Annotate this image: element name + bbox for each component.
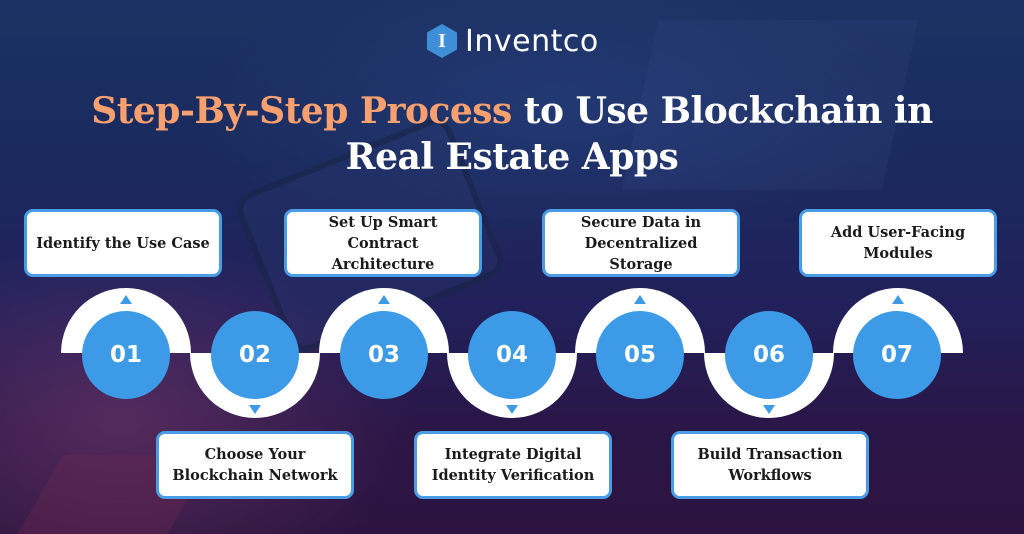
step-07-label-box: Add User-Facing Modules — [799, 209, 997, 277]
step-02-label-box: Choose Your Blockchain Network — [156, 431, 354, 499]
hexagon-logo-icon: I — [427, 24, 457, 58]
step-03-label-box: Set Up Smart Contract Architecture — [284, 209, 482, 277]
step-05-arrow-up-icon — [634, 295, 646, 304]
step-01-label-box: Identify the Use Case — [24, 209, 222, 277]
brand-name: Inventco — [465, 23, 599, 59]
step-05-label: Secure Data in Decentralized Storage — [580, 213, 702, 273]
step-01-number: 01 — [109, 342, 142, 368]
step-04-label: Integrate Digital Identity Verification — [431, 446, 595, 484]
step-07-number: 07 — [880, 342, 913, 368]
step-02-arrow-down-icon — [249, 405, 261, 414]
step-03-arrow-up-icon — [378, 295, 390, 304]
step-07-arrow-up-icon — [892, 295, 904, 304]
step-06-label: Build Transaction Workflows — [697, 446, 843, 484]
step-02-label: Choose Your Blockchain Network — [172, 446, 338, 484]
step-07-label: Add User-Facing Modules — [830, 224, 966, 262]
step-06-label-box: Build Transaction Workflows — [671, 431, 869, 499]
title-line-2: Real Estate Apps — [345, 136, 679, 178]
title-line-1: Step-By-Step Process to Use Blockchain i… — [0, 88, 1024, 134]
step-03-circle: 03 — [340, 311, 428, 399]
step-02-circle: 02 — [211, 311, 299, 399]
step-03-label: Set Up Smart Contract Architecture — [328, 213, 438, 273]
brand-logo: I Inventco — [427, 22, 599, 60]
page-title: Step-By-Step Process to Use Blockchain i… — [0, 88, 1024, 180]
step-06-circle: 06 — [725, 311, 813, 399]
logo-letter: I — [438, 29, 446, 52]
title-highlight: Step-By-Step Process — [91, 90, 512, 132]
step-03-number: 03 — [367, 342, 400, 368]
step-05-circle: 05 — [596, 311, 684, 399]
step-04-label-box: Integrate Digital Identity Verification — [414, 431, 612, 499]
step-07-circle: 07 — [853, 311, 941, 399]
title-line-1-rest: to Use Blockchain in — [511, 90, 933, 132]
step-06-arrow-down-icon — [763, 405, 775, 414]
step-06-number: 06 — [752, 342, 785, 368]
step-04-circle: 04 — [468, 311, 556, 399]
step-02-number: 02 — [238, 342, 271, 368]
step-01-arrow-up-icon — [120, 295, 132, 304]
step-04-number: 04 — [495, 342, 528, 368]
step-05-number: 05 — [623, 342, 656, 368]
step-01-circle: 01 — [82, 311, 170, 399]
step-04-arrow-down-icon — [506, 405, 518, 414]
step-01-label: Identify the Use Case — [36, 234, 210, 252]
step-05-label-box: Secure Data in Decentralized Storage — [542, 209, 740, 277]
